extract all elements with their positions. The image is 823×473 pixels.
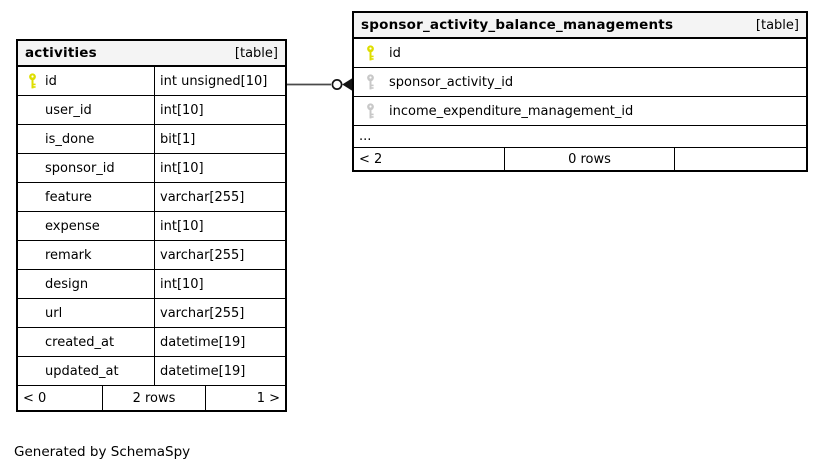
column-name-cell: url xyxy=(18,299,155,327)
column-type: datetime[19] xyxy=(160,334,246,350)
column-row: sponsor_activity_id xyxy=(354,68,806,97)
column-name-cell: user_id xyxy=(18,96,155,124)
column-type: int[10] xyxy=(160,218,204,234)
column-row: id int unsigned[10] xyxy=(18,67,285,96)
relationship-connector xyxy=(287,77,353,92)
related-tables-right: 1 > xyxy=(256,390,280,406)
table-header: activities [table] xyxy=(18,41,285,67)
column-name-cell: created_at xyxy=(18,328,155,356)
column-type: varchar[255] xyxy=(160,247,245,263)
table-title[interactable]: activities xyxy=(25,45,97,61)
column-name: url xyxy=(45,305,63,321)
row-count: 0 rows xyxy=(504,148,675,170)
foreign-key-icon xyxy=(365,103,376,119)
column-row: income_expenditure_management_id xyxy=(354,97,806,126)
column-row: is_done bit[1] xyxy=(18,125,285,154)
ellipsis-row: ... xyxy=(354,126,806,148)
column-row: user_id int[10] xyxy=(18,96,285,125)
column-row: sponsor_id int[10] xyxy=(18,154,285,183)
column-row: feature varchar[255] xyxy=(18,183,285,212)
column-type: int unsigned[10] xyxy=(160,73,268,89)
row-count: 2 rows xyxy=(102,386,206,410)
column-name: sponsor_activity_id xyxy=(389,74,514,90)
column-row: id xyxy=(354,39,806,68)
column-name: remark xyxy=(45,247,92,263)
column-row: design int[10] xyxy=(18,270,285,299)
primary-key-icon xyxy=(27,73,38,89)
column-row: updated_at datetime[19] xyxy=(18,357,285,386)
column-name-cell: remark xyxy=(18,241,155,269)
column-name-cell: is_done xyxy=(18,125,155,153)
table-title[interactable]: sponsor_activity_balance_managements xyxy=(361,17,674,33)
column-name-cell: id xyxy=(18,67,155,95)
column-name: feature xyxy=(45,189,92,205)
column-name: id xyxy=(389,45,401,61)
zero-cardinality-circle-icon xyxy=(331,79,343,90)
related-tables-left: < 2 xyxy=(359,151,383,167)
foreign-key-icon xyxy=(365,74,376,90)
column-type: datetime[19] xyxy=(160,363,246,379)
column-type: int[10] xyxy=(160,160,204,176)
column-name: expense xyxy=(45,218,100,234)
column-type: int[10] xyxy=(160,276,204,292)
column-row: url varchar[255] xyxy=(18,299,285,328)
table-node-sponsor-activity-balance-managements[interactable]: sponsor_activity_balance_managements [ta… xyxy=(352,11,808,172)
crow-foot-icon xyxy=(342,77,353,92)
column-row: remark varchar[255] xyxy=(18,241,285,270)
column-name-cell: design xyxy=(18,270,155,298)
column-type: int[10] xyxy=(160,102,204,118)
column-row: expense int[10] xyxy=(18,212,285,241)
related-tables-left: < 0 xyxy=(23,390,47,406)
table-footer: < 2 0 rows xyxy=(354,148,806,170)
column-name-cell: feature xyxy=(18,183,155,211)
column-name: updated_at xyxy=(45,363,119,379)
column-type: bit[1] xyxy=(160,131,196,147)
column-name: design xyxy=(45,276,89,292)
table-type-label: [table] xyxy=(234,45,278,61)
table-type-label: [table] xyxy=(755,17,799,33)
column-name-cell: sponsor_id xyxy=(18,154,155,182)
related-tables-right xyxy=(675,148,806,170)
column-row: created_at datetime[19] xyxy=(18,328,285,357)
primary-key-icon xyxy=(365,45,376,61)
column-name: user_id xyxy=(45,102,92,118)
column-type: varchar[255] xyxy=(160,189,245,205)
generated-by-text: Generated by SchemaSpy xyxy=(14,444,191,460)
column-name: is_done xyxy=(45,131,95,147)
table-footer: < 0 2 rows 1 > xyxy=(18,386,285,410)
column-name-cell: updated_at xyxy=(18,357,155,385)
column-name: income_expenditure_management_id xyxy=(389,103,634,119)
column-name: id xyxy=(45,73,57,89)
table-header: sponsor_activity_balance_managements [ta… xyxy=(354,13,806,39)
column-name-cell: expense xyxy=(18,212,155,240)
table-node-activities[interactable]: activities [table] id int unsigned[10] u… xyxy=(16,39,287,412)
column-name: created_at xyxy=(45,334,115,350)
column-name: sponsor_id xyxy=(45,160,115,176)
column-type: varchar[255] xyxy=(160,305,245,321)
